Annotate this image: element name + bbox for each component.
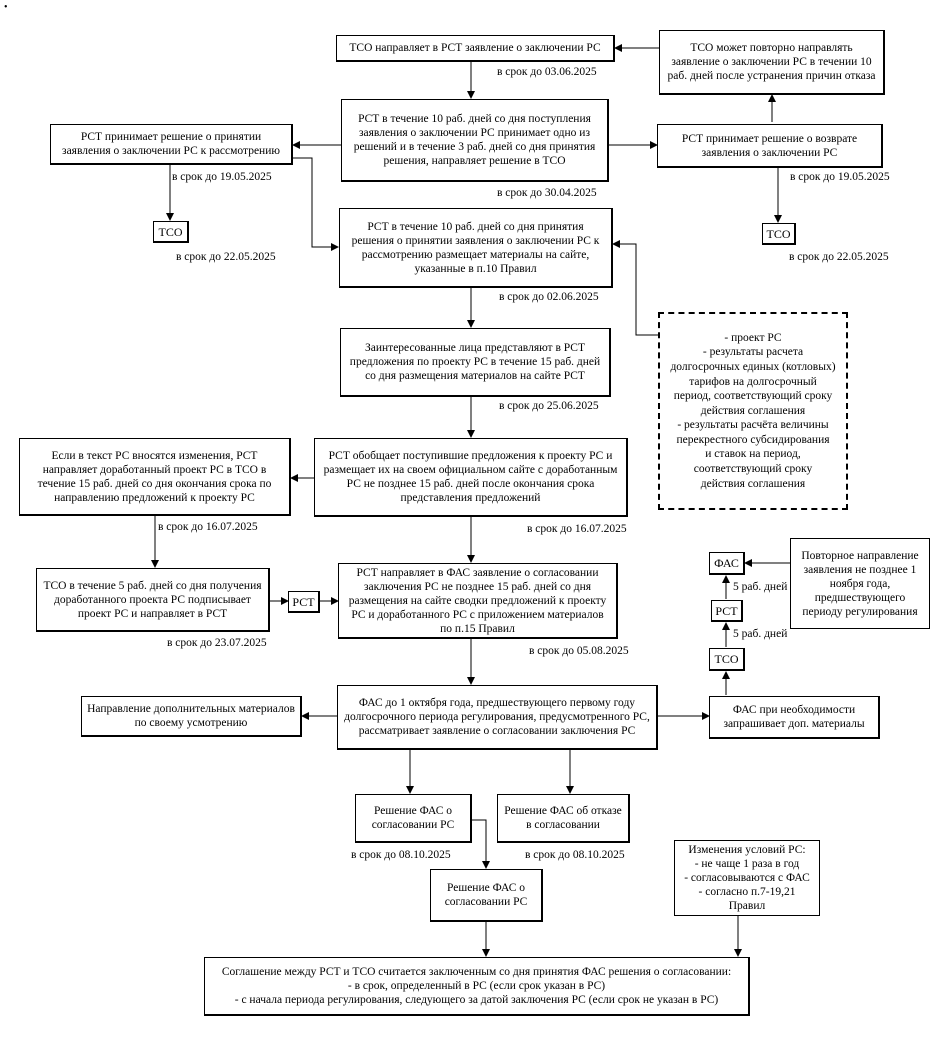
box-tso-repeat-application: ТСО может повторно направлять заявление … [659, 30, 885, 95]
box-rst-accepts-application: РСТ принимает решение о принятии заявлен… [50, 124, 293, 165]
materials-item: долгосрочных единых (котловых) [670, 360, 836, 373]
deadline-label: в срок до 25.06.2025 [499, 400, 599, 412]
box-agreement-concluded: Соглашение между РСТ и ТСО считается зак… [204, 957, 750, 1016]
box-published-materials-list: - проект РС - результаты расчета долгоср… [658, 312, 848, 510]
box-repeat-submission: Повторное направление заявления не поздн… [790, 538, 930, 629]
box-rst-sends-revised-draft: Если в текст РС вносятся изменения, РСТ … [19, 438, 291, 516]
materials-item: действия соглашения [700, 477, 806, 490]
deadline-label: в срок до 19.05.2025 [172, 171, 272, 183]
box-fas-approval-decision: Решение ФАС о согласовании РС [355, 794, 472, 843]
box-tso-left: ТСО [153, 221, 189, 243]
box-tso-right: ТСО [762, 223, 796, 245]
changes-item: Изменения условий РС: [688, 844, 806, 856]
materials-item: действия соглашения [700, 404, 806, 417]
deadline-label: в срок до 03.06.2025 [497, 66, 597, 78]
changes-item: - согласовываются с ФАС [684, 872, 810, 884]
deadline-label: в срок до 08.10.2025 [525, 849, 625, 861]
agreement-line: - с начала периода регулирования, следую… [234, 994, 719, 1006]
materials-item: соответствующий сроку [693, 463, 813, 476]
box-rst-small-2: РСТ [711, 600, 743, 622]
deadline-label: в срок до 23.07.2025 [167, 637, 267, 649]
box-tso-signs-draft: ТСО в течение 5 раб. дней со дня получен… [36, 568, 270, 632]
box-rst-small: РСТ [288, 591, 320, 613]
deadline-label: в срок до 16.07.2025 [158, 521, 258, 533]
box-rst-decision-10-days: РСТ в течение 10 раб. дней со дня поступ… [341, 99, 609, 182]
deadline-label: в срок до 22.05.2025 [176, 251, 276, 263]
corner-dot: • [4, 2, 8, 13]
box-fas-refusal-decision: Решение ФАС об отказе в согласовании [497, 794, 630, 843]
box-rst-returns-application: РСТ принимает решение о возврате заявлен… [657, 124, 883, 168]
box-rst-sends-to-fas: РСТ направляет в ФАС заявление о согласо… [338, 563, 618, 639]
materials-item: тарифов на долгосрочный [689, 375, 817, 388]
box-tso-small: ТСО [709, 648, 745, 671]
materials-item: - результаты расчета [702, 346, 804, 359]
agreement-line: - в срок, определенный в РС (если срок у… [347, 980, 606, 992]
materials-item: период, соответствующий сроку [673, 390, 833, 403]
box-stakeholder-proposals: Заинтересованные лица представляют в РСТ… [340, 328, 611, 397]
materials-item: перекрестного субсидирования [676, 433, 830, 446]
workdays-label: 5 раб. дней [733, 628, 788, 640]
materials-item: - результаты расчёта величины [677, 419, 829, 432]
deadline-label: в срок до 02.06.2025 [499, 291, 599, 303]
changes-item: - не чаще 1 раза в год [694, 858, 800, 870]
changes-item: - согласно п.7-19,21 Правил [698, 886, 796, 912]
box-fas-approval-decision-2: Решение ФАС о согласовании РС [430, 869, 543, 922]
box-fas-requests-materials: ФАС при необходимости запрашивает доп. м… [709, 696, 880, 739]
deadline-label: в срок до 08.10.2025 [351, 849, 451, 861]
box-rs-changes-conditions: Изменения условий РС: - не чаще 1 раза в… [674, 840, 820, 916]
deadline-label: в срок до 19.05.2025 [790, 171, 890, 183]
box-rst-publishes-materials: РСТ в течение 10 раб. дней со дня принят… [339, 208, 613, 288]
agreement-line: Соглашение между РСТ и ТСО считается зак… [221, 966, 732, 978]
box-fas-small: ФАС [709, 552, 745, 575]
workdays-label: 5 раб. дней [733, 581, 788, 593]
deadline-label: в срок до 30.04.2025 [497, 187, 597, 199]
box-rst-summarizes-proposals: РСТ обобщает поступившие предложения к п… [314, 438, 628, 517]
deadline-label: в срок до 05.08.2025 [529, 645, 629, 657]
box-tso-sends-application: ТСО направляет в РСТ заявление о заключе… [336, 35, 615, 62]
box-fas-reviews-application: ФАС до 1 октября года, предшествующего п… [337, 685, 658, 750]
materials-item: - проект РС [724, 331, 782, 344]
materials-item: и ставок на период, [705, 448, 801, 461]
box-additional-materials: Направление дополнительных материалов по… [81, 696, 302, 737]
deadline-label: в срок до 16.07.2025 [527, 523, 627, 535]
deadline-label: в срок до 22.05.2025 [789, 251, 889, 263]
